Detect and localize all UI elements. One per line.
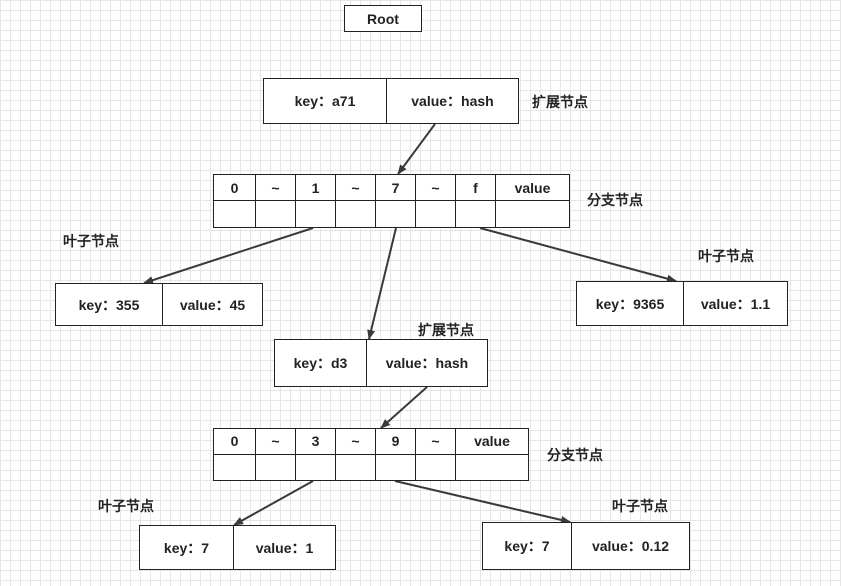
edge-branch1-to-leaf-right [479,227,677,283]
leaf-left-value: value：45 [162,284,262,325]
branch-1-slot-range: ~ [416,175,456,201]
branch-node-2-caption: 分支节点 [547,448,603,464]
leaf-node-right: key：9365 value：1.1 [576,281,788,326]
leaf-bottom-right-caption: 叶子节点 [612,499,668,515]
branch-1-pointer [376,201,416,227]
branch-2-pointer [336,454,376,480]
leaf-left-key: key：355 [78,296,140,313]
branch-1-pointer [456,201,496,227]
root-label: Root [367,10,399,27]
extension-node-1-key: key：a71 [294,93,356,109]
edge-ext1-to-branch1 [397,123,436,175]
edge-ext2-to-branch2 [380,386,428,429]
branch-1-slot-range: ~ [336,175,376,201]
branch-1-pointer [296,201,336,227]
extension-node-1-caption: 扩展节点 [532,95,588,111]
branch-1-slot-value: value [496,175,569,201]
branch-2-pointer [214,454,256,480]
edge-branch1-to-ext2 [367,227,397,340]
branch-2-slot-range: ~ [256,429,296,455]
branch-2-pointer [416,454,456,480]
branch-1-pointer [416,201,456,227]
root-node: Root [344,5,422,32]
leaf-node-bottom-right: key：7 value：0.12 [482,522,690,570]
branch-2-slot-9: 9 [376,429,416,455]
branch-node-1-caption: 分支节点 [587,193,643,209]
branch-node-2: 0 ~ 3 ~ 9 ~ value [213,428,529,481]
branch-2-slot-0: 0 [214,429,256,455]
extension-node-2-caption: 扩展节点 [418,323,474,339]
leaf-right-key: key：9365 [595,295,665,312]
branch-1-slot-1: 1 [296,175,336,201]
leaf-bottom-left-caption: 叶子节点 [98,499,154,515]
branch-2-value-cell [456,455,528,481]
leaf-bottom-right-key: key：7 [504,538,550,554]
edge-branch2-to-leaf-bl [233,480,314,526]
leaf-node-left: key：355 value：45 [55,283,263,326]
branch-1-slot-7: 7 [376,175,416,201]
leaf-left-caption: 叶子节点 [63,234,119,250]
branch-2-slot-3: 3 [296,429,336,455]
leaf-node-bottom-left: key：7 value：1 [139,525,336,570]
branch-1-slot-0: 0 [214,175,256,201]
branch-1-pointer [256,201,296,227]
edge-branch2-to-leaf-br [394,480,571,524]
leaf-bottom-right-value: value：0.12 [571,523,689,569]
branch-1-pointer [214,201,256,227]
branch-1-pointer [336,201,376,227]
extension-node-2: key：d3 value：hash [274,339,488,387]
leaf-bottom-left-key: key：7 [163,539,210,556]
edge-branch1-to-leaf-left [143,227,314,285]
leaf-right-caption: 叶子节点 [698,249,754,265]
extension-node-1-value: value：hash [386,79,518,123]
branch-2-slot-value: value [456,429,528,455]
leaf-right-value: value：1.1 [683,282,787,325]
branch-2-slot-range: ~ [336,429,376,455]
branch-2-slot-range: ~ [416,429,456,455]
extension-node-1: key：a71 value：hash [263,78,519,124]
branch-2-pointer [376,454,416,480]
extension-node-2-value: value：hash [366,340,487,386]
branch-1-slot-range: ~ [256,175,296,201]
extension-node-2-key: key：d3 [293,355,348,371]
branch-1-slot-f: f [456,175,496,201]
leaf-bottom-left-value: value：1 [233,526,335,569]
branch-node-1: 0 ~ 1 ~ 7 ~ f value [213,174,570,228]
branch-1-value-cell [496,201,569,227]
branch-2-pointer [256,454,296,480]
branch-2-pointer [296,454,336,480]
